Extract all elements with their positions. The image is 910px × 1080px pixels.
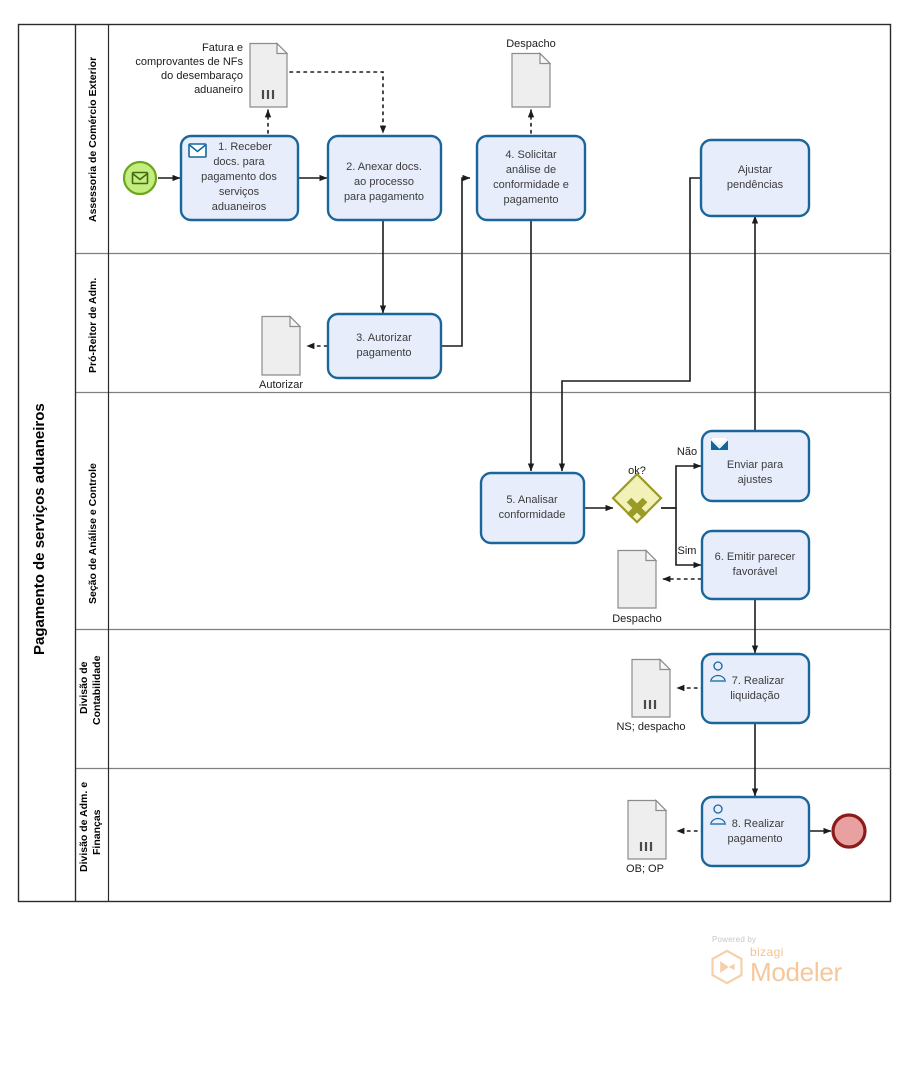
doc-despacho-top-label: Despacho — [506, 38, 556, 50]
data-object-ob-op: OB; OP — [626, 799, 668, 875]
task-5-line-2: conformidade — [499, 509, 566, 521]
doc-autorizar-label: Autorizar — [259, 379, 303, 391]
envelope-icon — [131, 171, 149, 185]
bizagi-logo-icon — [711, 949, 743, 985]
doc-ns-despacho-label: NS; despacho — [616, 721, 685, 733]
task-1-receber-docs[interactable]: 1. Receber docs. para pagamento dos serv… — [179, 134, 300, 222]
task-2-anexar-docs[interactable]: 2. Anexar docs. ao processo para pagamen… — [326, 134, 443, 222]
task-8-line-2: pagamento — [727, 833, 782, 845]
data-object-despacho-mid: Despacho — [612, 549, 662, 625]
doc-lines-marker-ns — [643, 700, 657, 709]
flow-gateway-nao — [661, 462, 702, 509]
task-6-line-2: favorável — [733, 566, 778, 578]
gateway-x-icon — [626, 497, 648, 519]
task-8-realizar-pagamento[interactable]: 8. Realizar pagamento — [700, 795, 811, 868]
lane-label-adm-financas-line1: Divisão de Adm. e — [78, 782, 90, 872]
doc-fatura-line-2: comprovantes de NFs — [135, 56, 243, 68]
task-2-line-2: ao processo — [354, 176, 414, 188]
data-object-fatura: Fatura e comprovantes de NFs do desembar… — [135, 42, 289, 108]
task-4-line-2: análise de — [506, 164, 556, 176]
task-5-line-1: 5. Analisar — [506, 494, 558, 506]
task-5-analisar-conformidade[interactable]: 5. Analisar conformidade — [479, 471, 586, 545]
user-icon — [710, 804, 726, 825]
powered-by-label: Powered by — [712, 935, 757, 944]
task-enviar-line-2: ajustes — [738, 474, 773, 486]
task-ajustar-line-2: pendências — [727, 179, 784, 191]
user-icon — [710, 661, 726, 682]
exclusive-gateway-ok[interactable]: ok? — [611, 465, 663, 524]
assoc-doc-fatura-to-task2 — [289, 71, 387, 134]
task-1-line-1: 1. Receber — [218, 141, 272, 153]
flow-ajustar-to-task5 — [558, 177, 700, 472]
bizagi-wordmark: bizagi — [750, 945, 784, 959]
flow-label-sim: Sim — [678, 545, 697, 557]
end-event[interactable] — [831, 813, 867, 849]
doc-ob-op-label: OB; OP — [626, 863, 664, 875]
connectors — [158, 71, 832, 835]
task-4-line-3: conformidade e — [493, 179, 569, 191]
task-ajustar-pendencias[interactable]: Ajustar pendências — [699, 138, 811, 218]
envelope-icon — [710, 438, 729, 450]
flow-label-nao: Não — [677, 446, 697, 458]
data-object-autorizar: Autorizar — [259, 315, 303, 391]
task-enviar-para-ajustes[interactable]: Enviar para ajustes — [700, 429, 811, 503]
task-7-realizar-liquidacao[interactable]: 7. Realizar liquidação — [700, 652, 811, 725]
task-3-autorizar-pagamento[interactable]: 3. Autorizar pagamento — [326, 312, 443, 380]
task-1-line-3: pagamento dos — [201, 171, 277, 183]
doc-fatura-line-1: Fatura e — [202, 42, 243, 54]
data-object-ns-despacho: NS; despacho — [616, 658, 686, 733]
task-3-line-1: 3. Autorizar — [356, 332, 412, 344]
flow-task3-to-task4 — [441, 174, 471, 347]
task-4-line-1: 4. Solicitar — [505, 149, 557, 161]
lane-label-pro-reitor: Pró-Reitor de Adm. — [87, 278, 99, 373]
lane-label-contabilidade-line2: Contabilidade — [91, 655, 103, 725]
task-8-line-1: 8. Realizar — [732, 818, 785, 830]
task-4-line-4: pagamento — [503, 194, 558, 206]
lane-label-adm-financas-line2: Finanças — [91, 809, 103, 855]
task-6-line-1: 6. Emitir parecer — [715, 551, 796, 563]
task-enviar-line-1: Enviar para — [727, 459, 784, 471]
task-4-solicitar-analise[interactable]: 4. Solicitar análise de conformidade e p… — [475, 134, 587, 222]
task-7-line-1: 7. Realizar — [732, 675, 785, 687]
doc-fatura-line-3: do desembaraço — [161, 70, 243, 82]
flow-gateway-sim — [661, 507, 702, 569]
task-7-line-2: liquidação — [730, 690, 780, 702]
data-object-despacho-top: Despacho — [506, 38, 556, 108]
doc-fatura-line-4: aduaneiro — [194, 84, 243, 96]
task-2-line-1: 2. Anexar docs. — [346, 161, 422, 173]
doc-lines-marker — [261, 90, 275, 99]
task-1-line-4: serviços — [219, 186, 260, 198]
start-message-event[interactable] — [122, 160, 158, 196]
task-1-line-2: docs. para — [213, 156, 265, 168]
lane-label-contabilidade-line1: Divisão de — [78, 661, 90, 714]
envelope-icon — [188, 143, 207, 158]
pool-title: Pagamento de serviços aduaneiros — [31, 403, 48, 655]
gateway-label-ok: ok? — [628, 465, 646, 477]
task-3-line-2: pagamento — [356, 347, 411, 359]
task-ajustar-line-1: Ajustar — [738, 164, 773, 176]
task-6-emitir-parecer[interactable]: 6. Emitir parecer favorável — [700, 529, 811, 601]
lane-label-comercio-exterior: Assessoria de Comércio Exterior — [87, 57, 99, 222]
bizagi-branding: Powered by bizagi Modeler — [710, 935, 890, 985]
doc-despacho-mid-label: Despacho — [612, 613, 662, 625]
task-1-line-5: aduaneiros — [212, 201, 267, 213]
doc-lines-marker-obop — [639, 842, 653, 851]
pool-border — [17, 23, 892, 903]
modeler-wordmark: Modeler — [750, 957, 842, 987]
task-2-line-3: para pagamento — [344, 191, 424, 203]
lane-label-analise-controle: Seção de Análise e Controle — [87, 463, 99, 604]
